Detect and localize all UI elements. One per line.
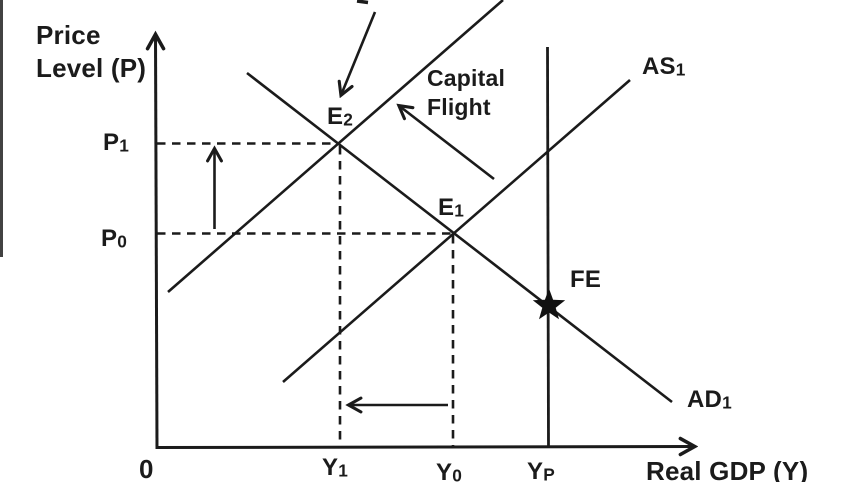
as2-shifted-supply-curve [167,0,504,293]
y1-tick-label: Y1 [322,454,349,481]
ad1-curve [246,71,673,404]
e2-point-label: E2 [327,103,354,130]
full-employment-line [546,46,550,449]
x-axis-title: Real GDP (Y) [646,456,809,482]
capital-flight-annotation: Capital Flight [427,64,505,122]
as1-curve-label: AS1 [642,53,686,80]
capital-flight-line2: Flight [427,94,491,120]
p0-tick-label: P0 [101,225,128,252]
y-axis-title-line1: Price [36,20,101,50]
origin-label: 0 [139,454,154,482]
e1-point-label: E1 [438,194,465,221]
y0-tick-label: Y0 [436,459,463,482]
yp-tick-label: YP [527,458,555,482]
fe-star-icon [532,288,566,320]
capital-flight-line1: Capital [427,65,506,91]
cutoff-label-fragment [356,0,369,5]
p1-tick-label: P1 [103,129,130,156]
capital-flight-arrow [400,107,495,181]
ad1-curve-label: AD1 [687,386,732,413]
y-axis-title: Price Level (P) [36,22,146,81]
x-axis [155,447,693,448]
y-axis [156,36,158,450]
y-axis-title-line2: Level (P) [36,53,147,83]
fe-point-label: FE [570,266,602,293]
as-shift-pointer-arrow [342,11,377,94]
